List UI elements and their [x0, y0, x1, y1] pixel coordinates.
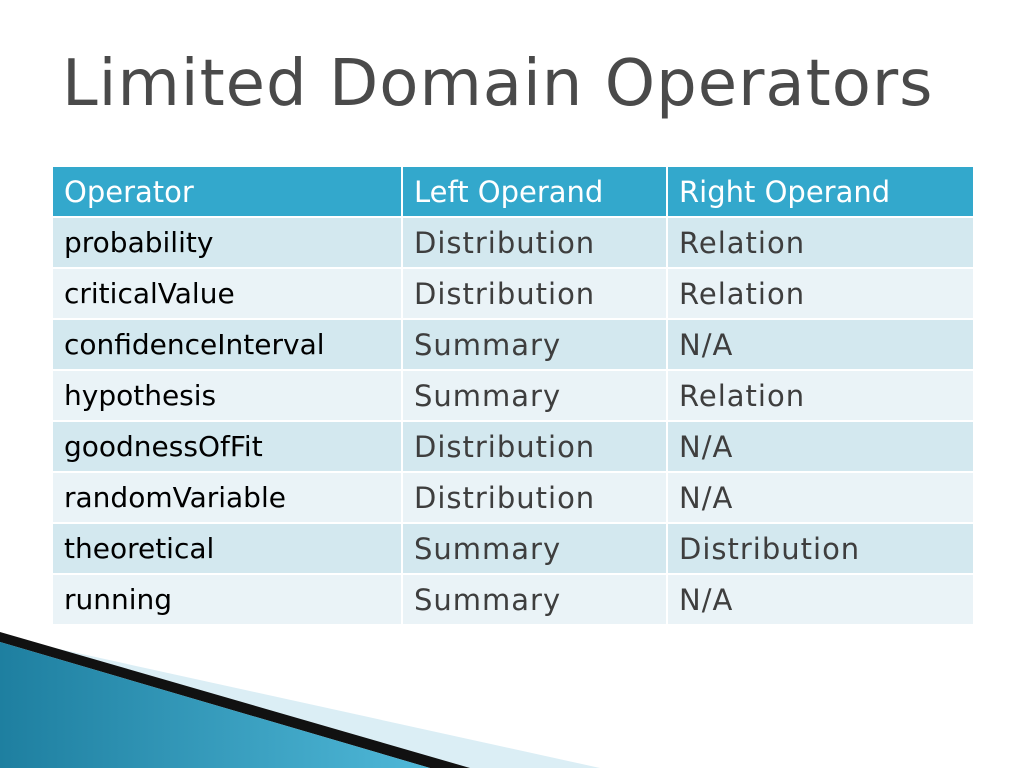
right-operand-cell: N/A: [666, 420, 975, 473]
right-operand-cell: N/A: [666, 573, 975, 626]
table-row: probability Distribution Relation: [51, 216, 975, 269]
left-operand-cell: Distribution: [401, 420, 668, 473]
right-operand-cell: N/A: [666, 471, 975, 524]
right-operand-cell: Relation: [666, 369, 975, 422]
right-operand-cell: Relation: [666, 267, 975, 320]
left-operand-cell: Summary: [401, 522, 668, 575]
table-row: theoretical Summary Distribution: [51, 522, 975, 575]
operator-cell: theoretical: [51, 522, 403, 575]
operator-cell: confidenceInterval: [51, 318, 403, 371]
table-row: criticalValue Distribution Relation: [51, 267, 975, 320]
operator-cell: criticalValue: [51, 267, 403, 320]
left-operand-cell: Distribution: [401, 471, 668, 524]
operator-cell: goodnessOfFit: [51, 420, 403, 473]
left-operand-cell: Summary: [401, 369, 668, 422]
left-operand-cell: Summary: [401, 318, 668, 371]
column-header-operator: Operator: [51, 165, 403, 218]
left-operand-cell: Summary: [401, 573, 668, 626]
table-row: running Summary N/A: [51, 573, 975, 626]
column-header-right-operand: Right Operand: [666, 165, 975, 218]
operator-cell: probability: [51, 216, 403, 269]
operators-table: Operator Left Operand Right Operand prob…: [51, 165, 975, 626]
operator-cell: randomVariable: [51, 471, 403, 524]
column-header-left-operand: Left Operand: [401, 165, 668, 218]
left-operand-cell: Distribution: [401, 216, 668, 269]
table-row: hypothesis Summary Relation: [51, 369, 975, 422]
operator-cell: hypothesis: [51, 369, 403, 422]
table-header-row: Operator Left Operand Right Operand: [51, 165, 975, 218]
right-operand-cell: Distribution: [666, 522, 975, 575]
operator-cell: running: [51, 573, 403, 626]
table-row: goodnessOfFit Distribution N/A: [51, 420, 975, 473]
table-row: confidenceInterval Summary N/A: [51, 318, 975, 371]
right-operand-cell: Relation: [666, 216, 975, 269]
table-row: randomVariable Distribution N/A: [51, 471, 975, 524]
swoosh-blue-band: [0, 642, 430, 768]
decorative-swoosh: [0, 632, 600, 768]
slide-title: Limited Domain Operators: [62, 47, 934, 121]
left-operand-cell: Distribution: [401, 267, 668, 320]
right-operand-cell: N/A: [666, 318, 975, 371]
swoosh-black-stripe: [0, 632, 470, 768]
